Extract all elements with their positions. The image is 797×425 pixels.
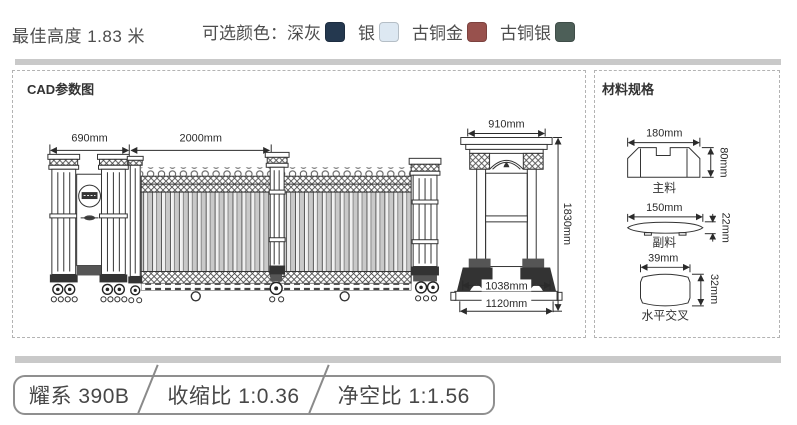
materials-drawing-svg: 180mm 80mm 主料 150mm — [626, 128, 732, 323]
color-options-label: 可选颜色： — [202, 24, 287, 43]
color-name: 深灰 — [287, 24, 321, 43]
side-base-inner-width-dim: 1038mm — [485, 280, 527, 292]
color-option-dark-gray: 深灰 — [287, 19, 345, 44]
profile-aux-material: 150mm 22mm 副料 — [626, 202, 732, 250]
color-option-silver: 银 — [358, 19, 399, 44]
gate-front-view: 690mm 2000mm — [47, 132, 442, 304]
best-height-label: 最佳高度 1.83 米 — [12, 27, 146, 46]
color-option-bronze-silver: 古铜银 — [500, 19, 575, 44]
cross-width-dim: 39mm — [648, 252, 678, 264]
color-option-bronze-gold: 古铜金 — [412, 19, 487, 44]
main-material-label: 主料 — [652, 181, 676, 195]
profile-horizontal-cross: 39mm 32mm 水平交叉 — [640, 252, 720, 323]
divider-slash — [137, 364, 160, 414]
aux-material-width-dim: 150mm — [646, 202, 682, 214]
color-swatch-bronze-gold — [467, 21, 487, 42]
model-name: 耀系 390B — [29, 385, 130, 408]
separator-strip-top — [15, 59, 781, 65]
color-swatch-bronze-silver — [555, 21, 575, 42]
color-name: 古铜金 — [412, 24, 463, 43]
materials-panel-title: 材料规格 — [602, 82, 655, 97]
color-name: 古铜银 — [500, 24, 551, 43]
clearance-ratio: 净空比 1:1.56 — [337, 385, 470, 408]
materials-panel: 180mm 80mm 主料 150mm — [594, 70, 780, 338]
separator-strip-bottom — [15, 356, 781, 363]
divider-slash — [307, 364, 330, 414]
aux-material-height-dim: 22mm — [720, 213, 732, 243]
cad-panel-title: CAD参数图 — [27, 82, 95, 97]
cross-height-dim: 32mm — [708, 274, 720, 304]
profile-main-material: 180mm 80mm 主料 — [627, 128, 730, 195]
aux-material-label: 副料 — [652, 236, 676, 250]
front-panel-width-dim: 2000mm — [180, 132, 222, 144]
cross-label: 水平交叉 — [642, 309, 690, 323]
cad-drawing-svg: 690mm 2000mm — [47, 119, 573, 315]
color-swatch-dark-gray — [325, 21, 345, 42]
side-top-width-dim: 910mm — [488, 119, 524, 131]
main-material-width-dim: 180mm — [646, 128, 682, 140]
color-name: 银 — [358, 24, 375, 43]
side-base-outer-width-dim: 1120mm — [486, 298, 528, 310]
color-options-row: 可选颜色： 深灰 银 古铜金 古铜银 — [202, 19, 588, 44]
model-info-bar: 耀系 390B 收缩比 1:0.36 净空比 1:1.56 — [13, 364, 495, 415]
shrink-ratio: 收缩比 1:0.36 — [167, 385, 300, 408]
gate-side-view: 910mm — [450, 119, 573, 315]
main-material-height-dim: 80mm — [718, 147, 730, 177]
side-height-dim: 1830mm — [561, 203, 573, 245]
front-pillar-unit-width-dim: 690mm — [71, 132, 107, 144]
color-swatch-silver — [379, 21, 399, 42]
cad-parameters-panel: 690mm 2000mm — [12, 70, 586, 338]
